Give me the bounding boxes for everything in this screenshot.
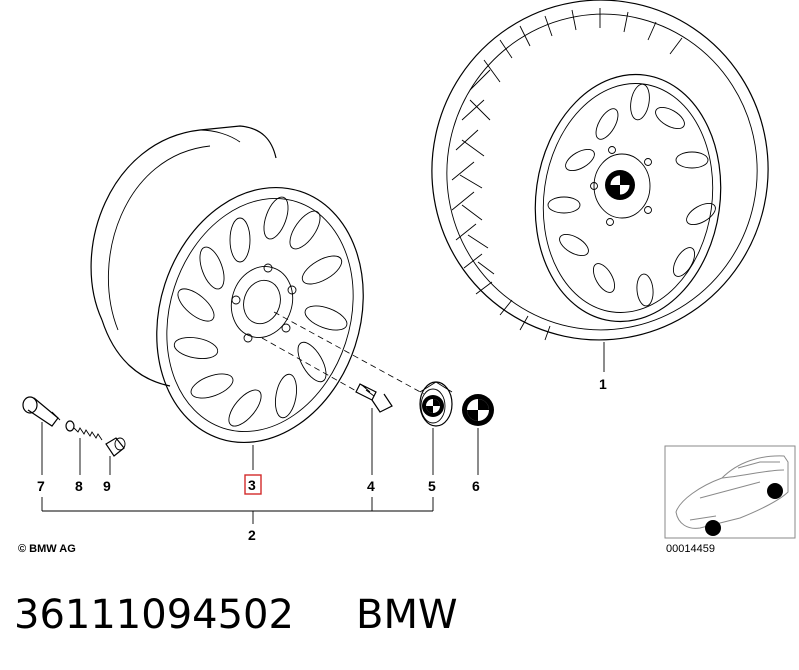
diagram-number: 00014459 [666,543,715,555]
bmw-hub-logo [605,170,635,200]
rim-bolt-holes [590,146,652,226]
callout-7[interactable]: 7 [37,478,45,494]
rim-spoke-openings [173,196,348,427]
rim-outer-edge [534,73,722,323]
callout-8[interactable]: 8 [75,478,83,494]
part-number: 36111094502 [14,592,294,638]
bmw-emblem[interactable] [462,394,494,475]
callout-1[interactable]: 1 [599,376,607,392]
tyre-outer [431,0,769,341]
brand-name: BMW [356,592,458,638]
callout-2[interactable]: 2 [248,527,256,543]
callout-3[interactable]: 3 [248,477,256,493]
tyre-valve[interactable] [22,396,61,475]
tyre-tread-pattern [451,8,683,341]
tyre-tread-line [446,13,758,331]
rim-hub [593,153,651,219]
front-wheel-marker [767,483,783,499]
rim-front-face [156,186,364,444]
callout-3-highlight-box [244,474,262,495]
callout-9[interactable]: 9 [103,478,111,494]
rim-barrel [90,125,277,321]
wheel-bolt[interactable] [355,383,393,475]
rim-inner-edge [542,83,714,313]
rear-wheel-marker [705,520,721,536]
car-outline [675,455,789,529]
valve-cap[interactable] [105,437,126,475]
callout-4[interactable]: 4 [367,478,375,494]
rim-spoke-openings [547,83,716,307]
complete-wheel-with-tyre[interactable] [400,0,799,372]
rim-hub [230,266,294,338]
group-bracket-2 [41,497,434,524]
rim-bolt-holes [231,263,297,343]
callout-5[interactable]: 5 [428,478,436,494]
callout-6[interactable]: 6 [472,478,480,494]
copyright-text: © BMW AG [18,543,76,555]
valve-insert[interactable] [65,420,103,475]
axis-line-centre-cap [273,311,425,395]
hub-centre-cap[interactable] [419,381,453,475]
car-locator-thumbnail[interactable]: 00014459 [664,445,796,555]
axis-line-bolt [261,337,359,393]
alloy-rim[interactable] [90,125,425,470]
